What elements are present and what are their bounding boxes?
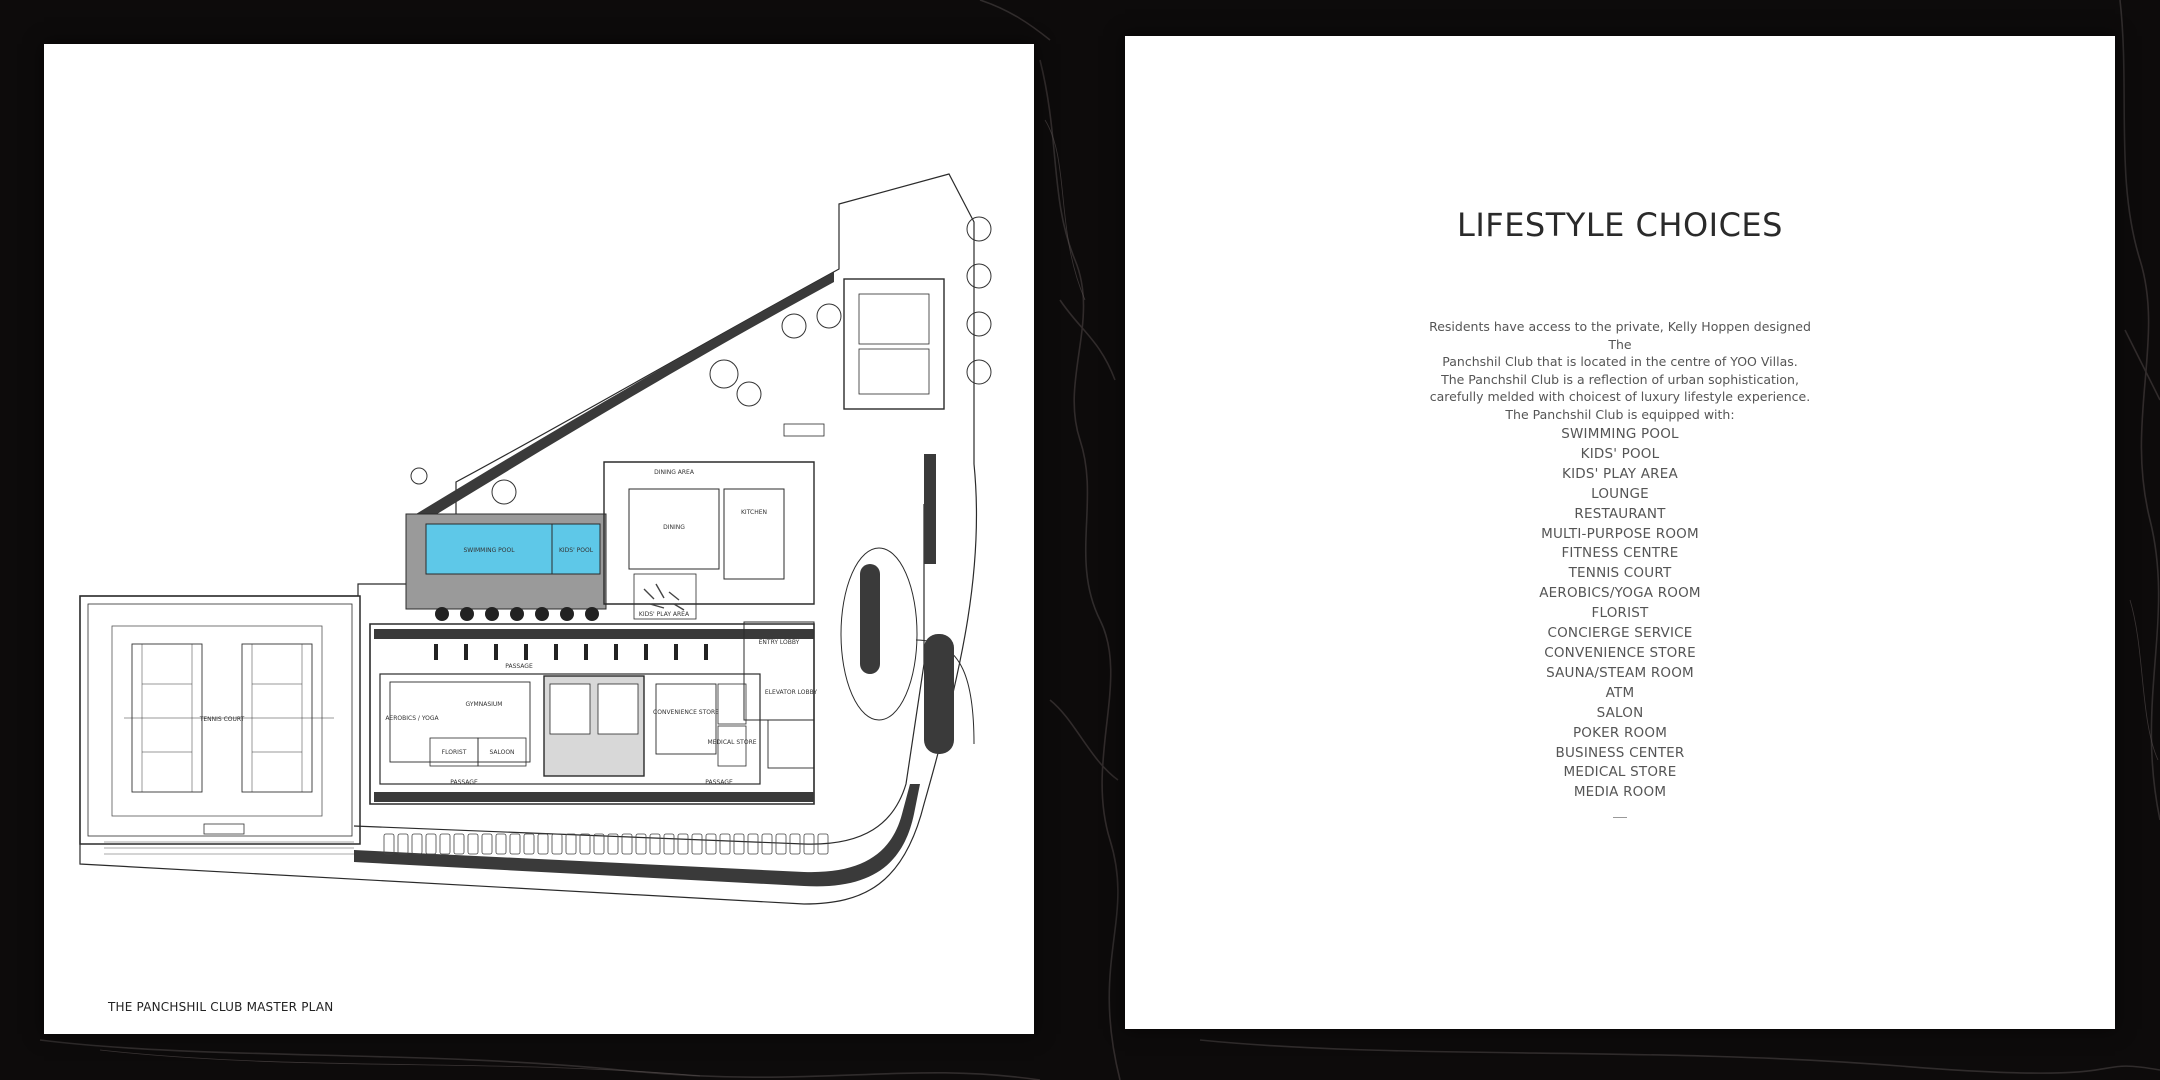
amenity-item: FITNESS CENTRE: [1561, 545, 1679, 562]
north-boundary-wall: [416, 272, 834, 522]
label-elevator-lobby: ELEVATOR LOBBY: [765, 689, 818, 696]
amenity-item: POKER ROOM: [1572, 724, 1668, 741]
swimming-pool: [425, 523, 553, 575]
intro-line: The Panchshil Club is a reflection of ur…: [1441, 371, 1799, 387]
label-kids-play-area: KIDS' PLAY AREA: [639, 611, 690, 618]
list-end-rule: [1613, 817, 1627, 818]
label-passage-top: PASSAGE: [505, 663, 533, 670]
amenity-item: LOUNGE: [1591, 485, 1649, 502]
label-medical-store: MEDICAL STORE: [707, 739, 756, 746]
label-florist: FLORIST: [442, 749, 467, 756]
amenities-list: SWIMMING POOL KIDS' POOL KIDS' PLAY AREA…: [1125, 425, 2115, 803]
trees: [410, 216, 992, 505]
master-plan-page: SWIMMING POOL KIDS' POOL DINING AREA DIN…: [44, 44, 1034, 1034]
pool-deck: [405, 513, 607, 621]
label-kitchen: KITCHEN: [741, 509, 767, 516]
east-drive: [924, 454, 936, 564]
label-gymnasium: GYMNASIUM: [466, 701, 503, 708]
amenity-item: KIDS' PLAY AREA: [1562, 465, 1678, 482]
label-entry-lobby: ENTRY LOBBY: [759, 639, 800, 646]
amenity-item: KIDS' POOL: [1580, 445, 1660, 462]
main-building: [369, 621, 815, 805]
driveway-loop: [840, 547, 975, 754]
page-title: LIFESTYLE CHOICES: [1457, 206, 1783, 244]
amenity-item: RESTAURANT: [1574, 505, 1666, 522]
master-plan-drawing: SWIMMING POOL KIDS' POOL DINING AREA DIN…: [79, 173, 992, 905]
intro-line: The Panchshil Club is equipped with:: [1505, 406, 1735, 422]
amenity-item: AEROBICS/YOGA ROOM: [1539, 585, 1701, 602]
amenity-item: TENNIS COURT: [1568, 565, 1672, 582]
amenity-item: CONCIERGE SERVICE: [1547, 625, 1693, 642]
label-passage-bottom-left: PASSAGE: [450, 779, 478, 786]
label-swimming-pool: SWIMMING POOL: [463, 547, 515, 554]
parking-row: [383, 833, 829, 855]
label-passage-bottom-right: PASSAGE: [705, 779, 733, 786]
amenity-item: SAUNA/STEAM ROOM: [1546, 664, 1694, 681]
intro-paragraph: Residents have access to the private, Ke…: [1420, 318, 1820, 423]
lifestyle-page: LIFESTYLE CHOICES Residents have access …: [1125, 36, 2115, 1029]
amenity-item: MEDICAL STORE: [1563, 764, 1677, 781]
amenity-item: MULTI-PURPOSE ROOM: [1541, 525, 1699, 542]
label-kids-pool: KIDS' POOL: [559, 547, 594, 554]
label-aerobics-yoga: AEROBICS / YOGA: [385, 715, 439, 722]
intro-line: carefully melded with choicest of luxury…: [1429, 389, 1811, 404]
amenity-item: ATM: [1605, 684, 1635, 701]
label-dining-area: DINING AREA: [654, 469, 695, 476]
amenity-item: MEDIA ROOM: [1573, 784, 1667, 801]
kids-pool: [551, 523, 601, 575]
label-convenience-store: CONVENIENCE STORE: [653, 709, 719, 716]
label-saloon: SALOON: [489, 749, 514, 756]
label-tennis-court: TENNIS COURT: [199, 716, 245, 723]
south-drive: [354, 784, 920, 887]
plan-caption: THE PANCHSHIL CLUB MASTER PLAN: [108, 1000, 334, 1014]
amenity-item: SALON: [1596, 704, 1644, 721]
dining-block: [603, 461, 815, 620]
site-boundary: [79, 173, 978, 905]
service-block: [783, 278, 945, 437]
intro-line: Residents have access to the private, Ke…: [1429, 319, 1811, 352]
amenity-item: SWIMMING POOL: [1561, 426, 1679, 442]
amenity-item: FLORIST: [1591, 605, 1649, 622]
tennis-court-area: [79, 595, 361, 855]
amenity-item: BUSINESS CENTER: [1555, 744, 1685, 761]
amenity-item: CONVENIENCE STORE: [1544, 644, 1696, 661]
label-dining: DINING: [663, 524, 685, 531]
intro-line: Panchshil Club that is located in the ce…: [1442, 354, 1798, 369]
